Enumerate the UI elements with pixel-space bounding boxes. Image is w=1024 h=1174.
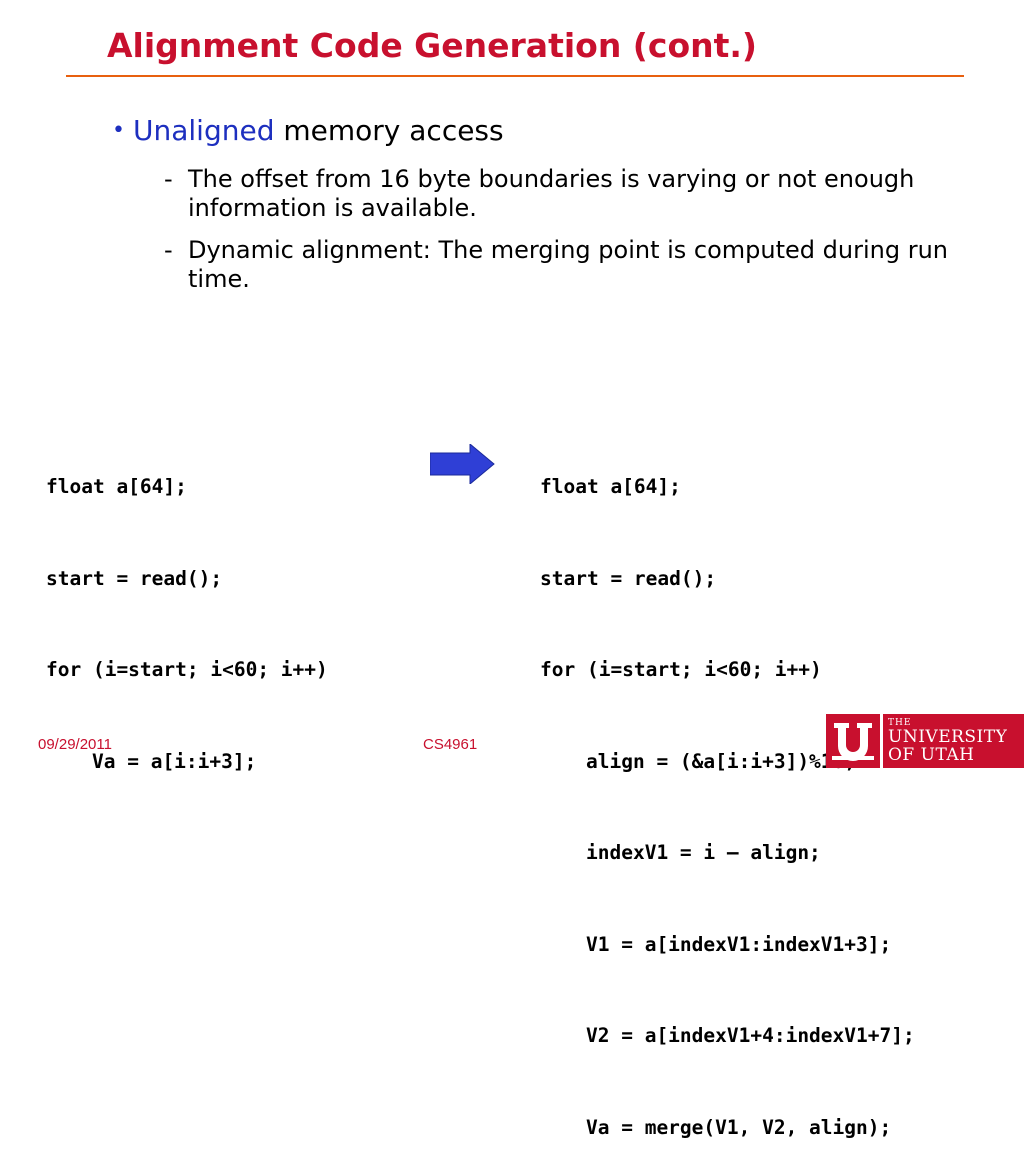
code-line: indexV1 = i – align; (586, 841, 821, 864)
logo-university: UNIVERSITY (888, 727, 1008, 747)
code-line: Va = merge(V1, V2, align); (586, 1115, 892, 1139)
code-line: for (i=start; i<60; i++) (540, 658, 822, 681)
slide-title: Alignment Code Generation (cont.) (107, 26, 758, 65)
code-line: float a[64]; (46, 475, 187, 498)
logo-the: THE (888, 718, 912, 728)
bullet-dot: • (112, 118, 125, 143)
code-line: align = (&a[i:i+3])%16; (586, 749, 857, 773)
code-block-aligned: float a[64]; start = read(); for (i=star… (540, 411, 915, 1174)
footer-date: 09/29/2011 (38, 736, 112, 753)
subpoint-text: Dynamic alignment: The merging point is … (188, 236, 948, 293)
right-arrow-icon (430, 444, 495, 484)
university-u-logo-icon (826, 714, 880, 768)
main-bullet: • Unaligned memory access (112, 114, 504, 147)
code-block-original: float a[64]; start = read(); for (i=star… (46, 411, 328, 808)
subpoint-text: The offset from 16 byte boundaries is va… (188, 165, 915, 222)
code-line: start = read(); (540, 566, 717, 590)
bullet-text: memory access (274, 114, 504, 147)
subpoint-dash: - (164, 236, 173, 264)
code-line: Va = a[i:i+3]; (92, 749, 257, 773)
subpoint-1: - The offset from 16 byte boundaries is … (164, 165, 1004, 223)
subpoint-dash: - (164, 165, 173, 193)
subpoint-2: - Dynamic alignment: The merging point i… (164, 236, 954, 294)
code-line: V1 = a[indexV1:indexV1+3]; (586, 932, 892, 956)
code-line: float a[64]; (540, 475, 681, 498)
logo-wordmark: THE UNIVERSITY OF UTAH (883, 714, 1024, 768)
code-line: start = read(); (46, 566, 223, 590)
title-underline (66, 75, 964, 77)
logo-of-utah: OF UTAH (888, 745, 975, 765)
bullet-keyword: Unaligned (132, 114, 275, 147)
university-logo: THE UNIVERSITY OF UTAH (826, 714, 1024, 768)
code-line: V2 = a[indexV1+4:indexV1+7]; (586, 1024, 915, 1047)
code-line: for (i=start; i<60; i++) (46, 658, 328, 681)
footer-course: CS4961 (423, 736, 478, 753)
